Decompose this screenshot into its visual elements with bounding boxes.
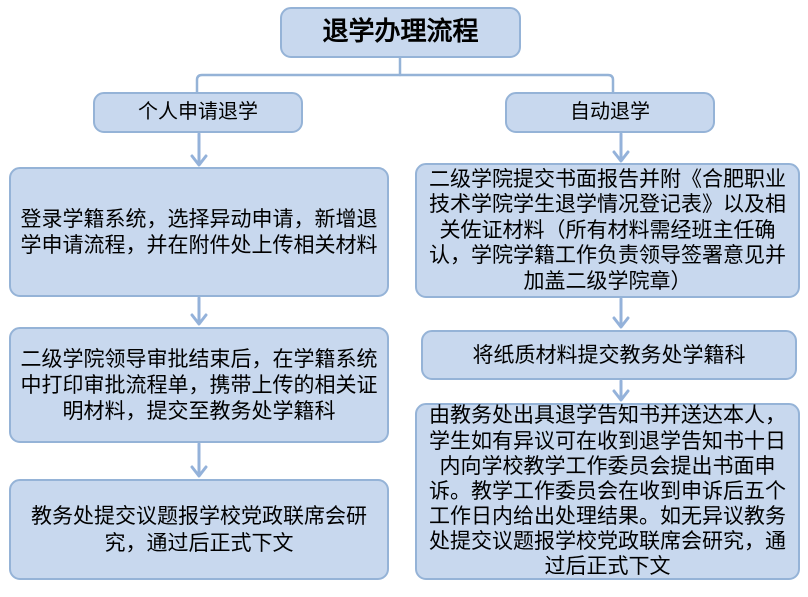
arrow-left-branch-to-step1 bbox=[190, 132, 208, 167]
right-step-1-box: 二级学院提交书面报告并附《合肥职业技术学院学生退学情况登记表》以及相关佐证材料（… bbox=[415, 163, 800, 298]
arrow-right-step2-to-step3 bbox=[612, 379, 630, 402]
right-step-3-box: 由教务处出具退学告知书并送达本人，学生如有异议可在收到退学告知书十日内向学校教学… bbox=[415, 403, 800, 580]
arrow-right-branch-to-step1 bbox=[612, 132, 630, 163]
flowchart-title: 退学办理流程 bbox=[322, 17, 479, 47]
flowchart-title-box: 退学办理流程 bbox=[280, 7, 521, 58]
right-step-3-text: 由教务处出具退学告知书并送达本人，学生如有异议可在收到退学告知书十日内向学校教学… bbox=[429, 403, 786, 579]
connector-branch-split bbox=[195, 73, 615, 94]
right-step-2-box: 将纸质材料提交教务处学籍科 bbox=[421, 330, 797, 380]
arrow-left-step2-to-step3 bbox=[190, 442, 208, 478]
branch-automatic-withdrawal: 自动退学 bbox=[505, 92, 715, 133]
left-step-3-text: 教务处提交议题报学校党政联席会研究，通过后正式下文 bbox=[31, 504, 367, 555]
branch-personal-withdrawal: 个人申请退学 bbox=[93, 92, 303, 133]
branch-personal-withdrawal-label: 个人申请退学 bbox=[138, 101, 258, 123]
branch-automatic-withdrawal-label: 自动退学 bbox=[570, 101, 650, 123]
left-step-1-box: 登录学籍系统，选择异动申请，新增退学申请流程，并在附件处上传相关材料 bbox=[9, 167, 389, 297]
right-step-1-text: 二级学院提交书面报告并附《合肥职业技术学院学生退学情况登记表》以及相关佐证材料（… bbox=[429, 166, 786, 293]
arrow-right-step1-to-step2 bbox=[612, 297, 630, 329]
arrow-left-step1-to-step2 bbox=[190, 296, 208, 326]
right-step-2-text: 将纸质材料提交教务处学籍科 bbox=[472, 342, 746, 367]
left-step-2-box: 二级学院领导审批结束后，在学籍系统中打印审批流程单，携带上传的相关证明材料，提交… bbox=[9, 327, 389, 443]
left-step-1-text: 登录学籍系统，选择异动申请，新增退学申请流程，并在附件处上传相关材料 bbox=[20, 206, 378, 257]
left-step-3-box: 教务处提交议题报学校党政联席会研究，通过后正式下文 bbox=[9, 479, 389, 580]
left-step-2-text: 二级学院领导审批结束后，在学籍系统中打印审批流程单，携带上传的相关证明材料，提交… bbox=[20, 346, 378, 424]
